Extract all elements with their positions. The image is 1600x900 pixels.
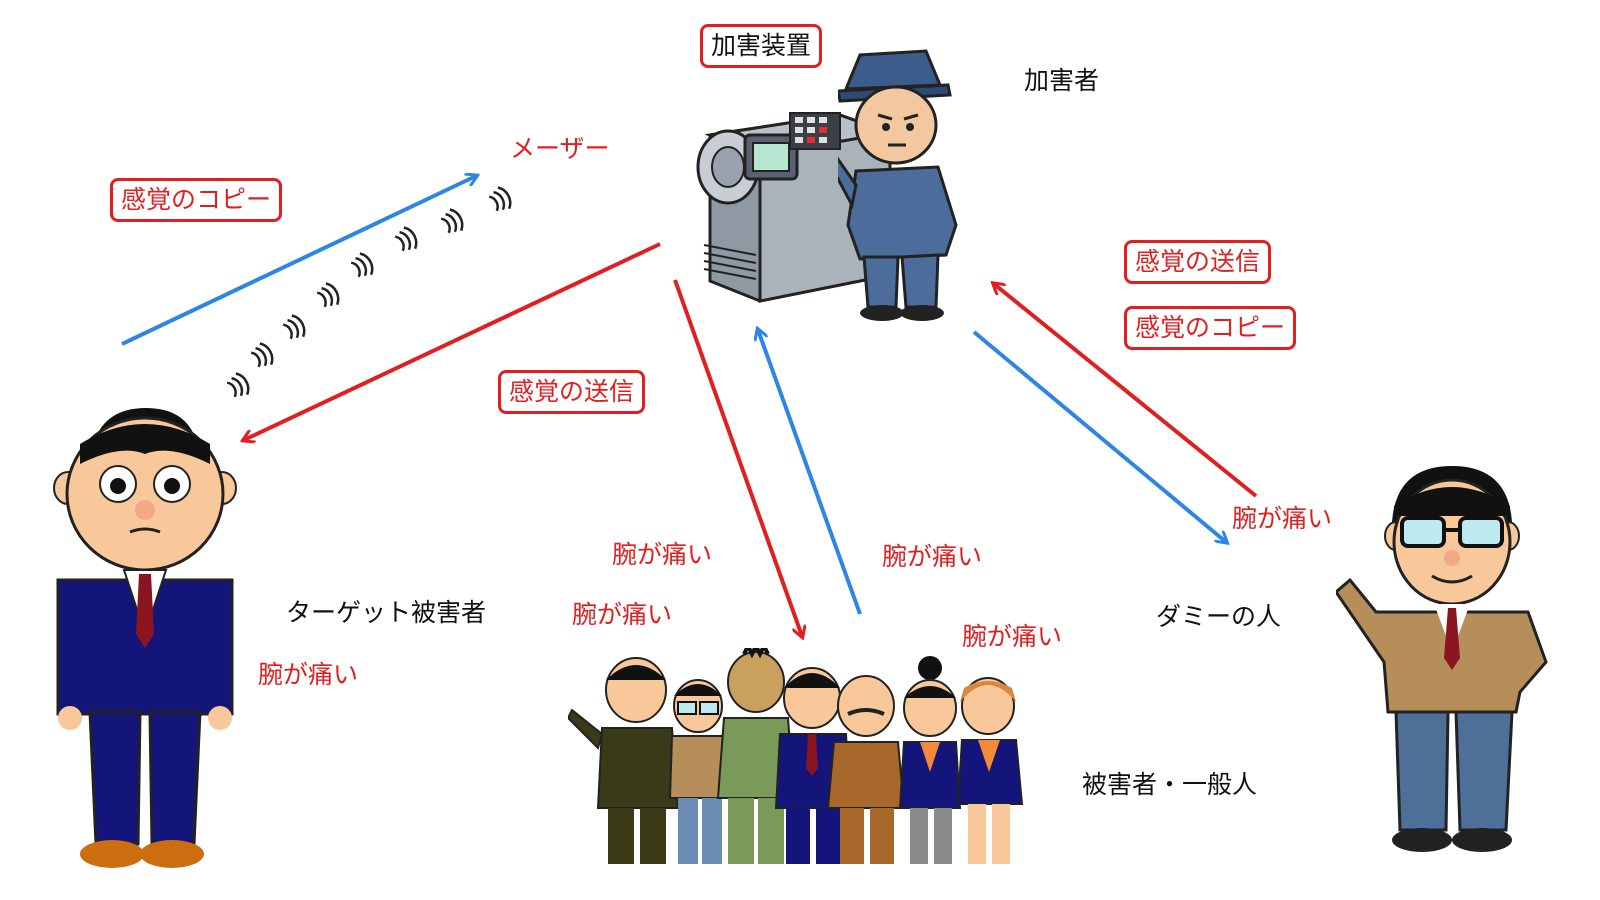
arrow-copy-dummy [972, 330, 1226, 542]
dummy-label: ダミーの人 [1156, 602, 1282, 631]
copy-label-left: 感覚のコピー [110, 178, 283, 222]
pain-label-crowd-4: 腕が痛い [962, 622, 1063, 651]
crowd-person [568, 657, 680, 864]
maser-label: メーザー [510, 134, 610, 163]
device-label: 加害装置 [700, 24, 823, 68]
operator-person-icon [838, 49, 958, 321]
crowd-person [716, 648, 796, 864]
control-machine-icon [696, 112, 896, 303]
pain-label-crowd-1: 腕が痛い [612, 540, 713, 569]
copy-label-right: 感覚のコピー [1124, 306, 1297, 350]
arrow-send-target [244, 242, 661, 440]
send-label-right: 感覚の送信 [1124, 240, 1272, 284]
pain-label-dummy: 腕が痛い [1232, 504, 1333, 533]
dummy-person-icon [1336, 466, 1548, 852]
arrow-copy-target [121, 176, 476, 346]
target-label: ターゲット被害者 [286, 598, 487, 627]
send-label-center: 感覚の送信 [498, 370, 646, 414]
crowd-group-icon [568, 648, 1024, 864]
crowd-person [668, 679, 730, 864]
pain-label-target: 腕が痛い [258, 660, 359, 689]
arrow-send-crowd [673, 279, 802, 636]
crowd-person [826, 675, 906, 864]
arrow-send-dummy [994, 284, 1258, 498]
arrow-copy-crowd [758, 330, 862, 615]
perpetrator-label: 加害者 [1024, 66, 1100, 95]
crowd-person [898, 656, 962, 864]
crowd-person [956, 677, 1024, 864]
crowd-label: 被害者・一般人 [1082, 770, 1258, 799]
target-victim-icon [53, 408, 237, 868]
pain-label-crowd-2: 腕が痛い [572, 600, 673, 629]
pain-label-crowd-3: 腕が痛い [882, 542, 983, 571]
